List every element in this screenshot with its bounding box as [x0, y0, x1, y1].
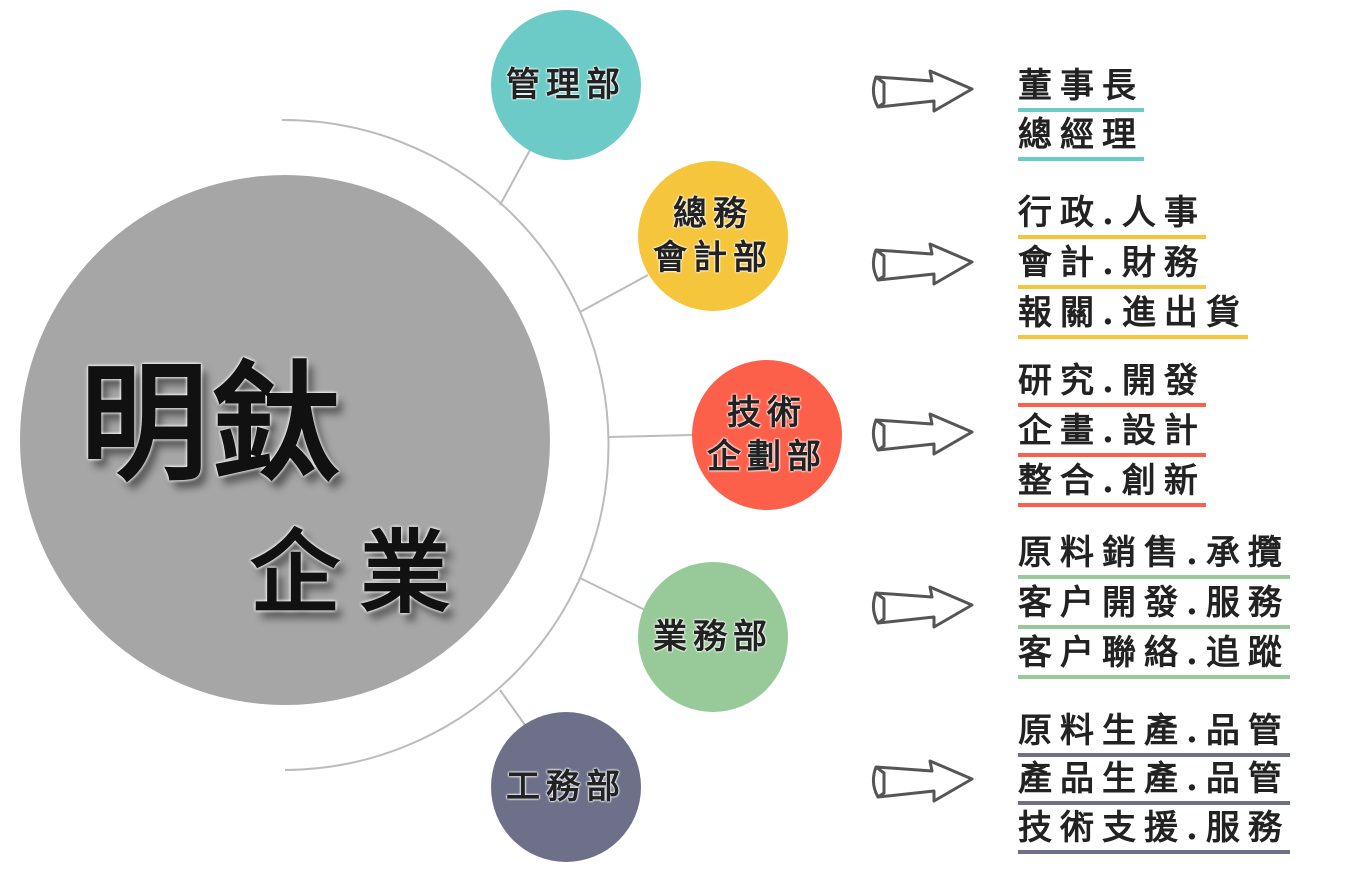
department-name: 技術: [727, 393, 807, 433]
function-item: 客户聯絡.追蹤: [1018, 633, 1290, 679]
department-circle: 總務會計部: [638, 161, 788, 311]
department-name: 總務: [673, 194, 753, 234]
function-item: 報關.進出貨: [1018, 293, 1248, 339]
arrow-right-icon: [871, 242, 974, 286]
function-item: 客户開發.服務: [1018, 583, 1290, 629]
arrow-right-icon: [871, 585, 974, 629]
function-item: 董事長: [1018, 66, 1144, 112]
department-name: 工務部: [506, 767, 626, 807]
arrow-right-icon: [871, 69, 974, 113]
function-item: 企畫.設計: [1018, 411, 1206, 457]
arrow-right-icon: [871, 412, 974, 456]
department-circle: 技術企劃部: [692, 360, 842, 510]
department-name: 管理部: [506, 65, 626, 105]
department-name: 企劃部: [707, 437, 827, 477]
function-item: 研究.開發: [1018, 361, 1206, 407]
function-item: 技術支援.服務: [1018, 808, 1290, 854]
function-item: 原料生產.品管: [1018, 711, 1290, 757]
company-suffix: 企業: [250, 520, 470, 626]
company-name: 明鈦: [80, 349, 345, 499]
function-item: 總經理: [1018, 115, 1144, 161]
department-circle: 業務部: [638, 562, 788, 712]
department-circle: 管理部: [491, 10, 641, 160]
function-item: 產品生產.品管: [1018, 759, 1290, 805]
company-circle: [20, 175, 550, 705]
department-circle: 工務部: [491, 712, 641, 862]
department-name: 會計部: [653, 238, 773, 278]
function-item: 原料銷售.承攬: [1018, 533, 1290, 579]
department-name: 業務部: [653, 617, 773, 657]
function-item: 會計.財務: [1018, 243, 1206, 289]
function-item: 整合.創新: [1018, 461, 1206, 507]
function-item: 行政.人事: [1018, 193, 1206, 239]
arrow-right-icon: [871, 759, 974, 803]
arc: [281, 118, 610, 771]
